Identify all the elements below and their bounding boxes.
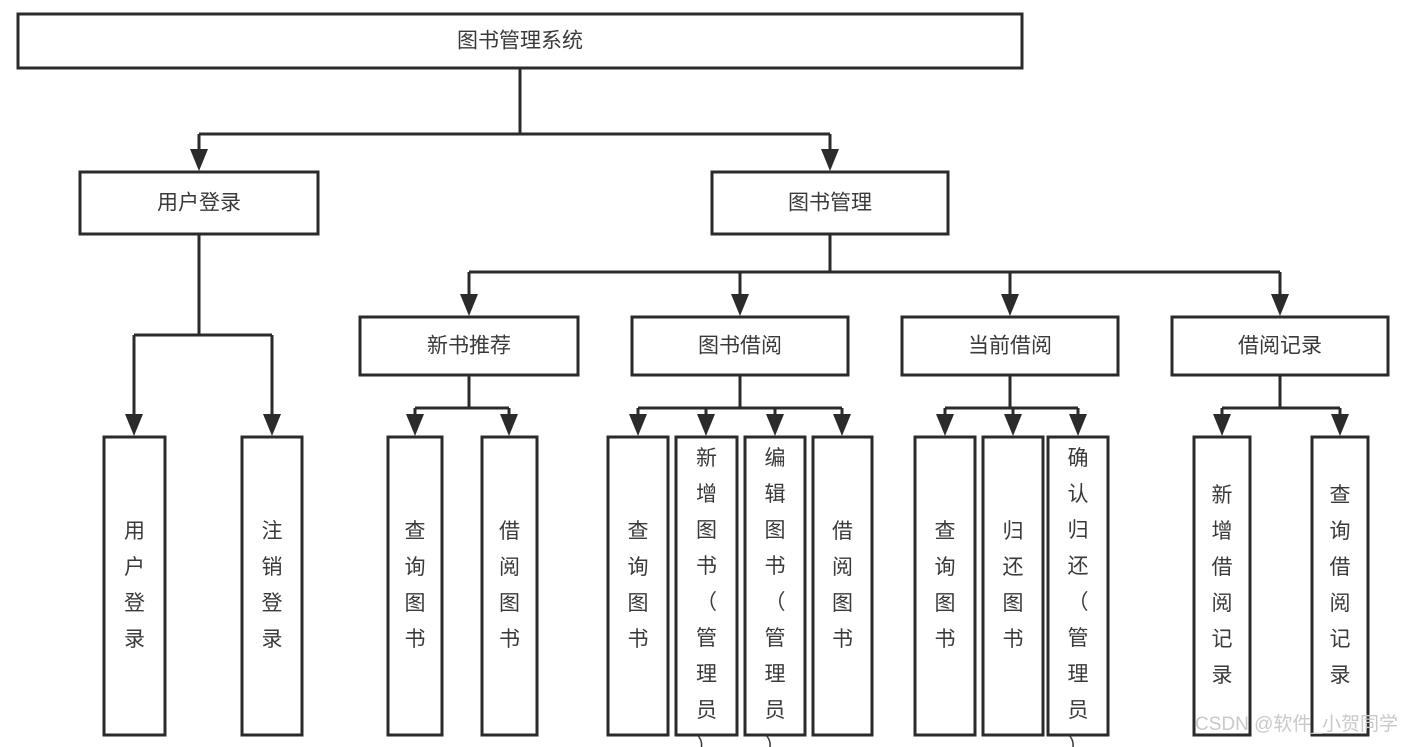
- arrow-head-icon: [125, 414, 143, 436]
- connector-bus-root: [197, 68, 832, 152]
- arrow-head-icon: [190, 149, 208, 171]
- arrow-head-icon: [1004, 414, 1022, 436]
- connector-bus-book-borrow: [636, 375, 844, 417]
- node-leaf-query-borrow-record[interactable]: 查询借阅记录: [1310, 435, 1370, 737]
- arrow-head-icon: [629, 414, 647, 436]
- node-box-book-manage[interactable]: [710, 170, 950, 236]
- node-box-leaf-query-book-cur[interactable]: [913, 435, 977, 737]
- node-box-leaf-return-book[interactable]: [981, 435, 1045, 737]
- connector-bus-current-borrow: [943, 375, 1080, 417]
- node-label-leaf-query-book-rec: 查询图书: [405, 520, 426, 651]
- node-box-user-login[interactable]: [78, 170, 320, 236]
- node-box-leaf-user-login[interactable]: [102, 435, 167, 737]
- node-box-borrow-record[interactable]: [1170, 315, 1390, 377]
- node-label-book-manage: 图书管理: [788, 192, 872, 215]
- node-box-root[interactable]: [16, 12, 1024, 70]
- node-label-leaf-borrow-book-rec: 借阅图书: [499, 520, 520, 651]
- arrow-head-icon: [500, 414, 518, 436]
- node-label-book-borrow: 图书借阅: [698, 335, 782, 358]
- arrow-head-icon: [1069, 414, 1087, 436]
- node-leaf-logout[interactable]: 注销登录: [240, 435, 304, 737]
- node-borrow-record[interactable]: 借阅记录: [1170, 315, 1390, 377]
- arrow-head-icon: [766, 414, 784, 436]
- node-leaf-confirm-return[interactable]: 确认归还（管理员）: [1046, 435, 1110, 747]
- node-label-root: 图书管理系统: [457, 30, 583, 53]
- node-box-leaf-add-borrow-record[interactable]: [1192, 435, 1252, 737]
- node-box-leaf-logout[interactable]: [240, 435, 304, 737]
- connectors-layer: [125, 68, 1349, 436]
- node-label-leaf-borrow-book: 借阅图书: [832, 520, 853, 651]
- node-box-leaf-query-book-rec[interactable]: [386, 435, 444, 737]
- node-label-leaf-confirm-return: 确认归还（管理员）: [1068, 447, 1089, 747]
- node-box-book-borrow[interactable]: [630, 315, 850, 377]
- connector-bus-user-login: [132, 234, 274, 417]
- node-leaf-query-book-rec[interactable]: 查询图书: [386, 435, 444, 737]
- arrow-head-icon: [1213, 414, 1231, 436]
- node-box-leaf-query-borrow-record[interactable]: [1310, 435, 1370, 737]
- node-label-leaf-query-book-cur: 查询图书: [935, 520, 956, 651]
- node-leaf-add-borrow-record[interactable]: 新增借阅记录: [1192, 435, 1252, 737]
- node-label-leaf-logout: 注销登录: [262, 520, 283, 651]
- node-leaf-user-login[interactable]: 用户登录: [102, 435, 167, 737]
- node-leaf-query-book-borrow[interactable]: 查询图书: [606, 435, 670, 737]
- arrow-head-icon: [263, 414, 281, 436]
- node-label-user-login: 用户登录: [157, 192, 241, 215]
- node-leaf-edit-book[interactable]: 编辑图书（管理员）: [743, 435, 807, 747]
- watermark-label: CSDN @软件_小贺同学: [1195, 713, 1398, 735]
- arrow-head-icon: [1331, 414, 1349, 436]
- arrow-head-icon: [1271, 294, 1289, 316]
- arrow-head-icon: [936, 414, 954, 436]
- connector-bus-book-manage: [467, 234, 1282, 297]
- node-leaf-query-book-cur[interactable]: 查询图书: [913, 435, 977, 737]
- node-box-leaf-borrow-book[interactable]: [811, 435, 874, 737]
- node-label-leaf-user-login: 用户登录: [124, 520, 145, 651]
- nodes-layer: 图书管理系统用户登录图书管理新书推荐图书借阅当前借阅借阅记录用户登录注销登录查询…: [16, 12, 1390, 747]
- node-leaf-borrow-book[interactable]: 借阅图书: [811, 435, 874, 737]
- node-leaf-return-book[interactable]: 归还图书: [981, 435, 1045, 737]
- arrow-head-icon: [1001, 294, 1019, 316]
- connector-bus-new-book-recommend: [413, 375, 511, 417]
- node-book-manage[interactable]: 图书管理: [710, 170, 950, 236]
- node-label-leaf-query-book-borrow: 查询图书: [628, 520, 649, 651]
- node-label-new-book-recommend: 新书推荐: [427, 335, 511, 358]
- node-new-book-recommend[interactable]: 新书推荐: [358, 315, 580, 377]
- node-label-current-borrow: 当前借阅: [968, 335, 1052, 358]
- node-root[interactable]: 图书管理系统: [16, 12, 1024, 70]
- node-leaf-borrow-book-rec[interactable]: 借阅图书: [480, 435, 539, 737]
- arrow-head-icon: [460, 294, 478, 316]
- node-label-leaf-add-borrow-record: 新增借阅记录: [1212, 484, 1233, 687]
- node-box-leaf-confirm-return[interactable]: [1046, 435, 1110, 737]
- node-user-login[interactable]: 用户登录: [78, 170, 320, 236]
- node-label-leaf-return-book: 归还图书: [1003, 520, 1024, 651]
- node-current-borrow[interactable]: 当前借阅: [900, 315, 1120, 377]
- node-label-leaf-add-book: 新增图书（管理员）: [696, 447, 717, 747]
- node-box-leaf-edit-book[interactable]: [743, 435, 807, 737]
- node-leaf-add-book[interactable]: 新增图书（管理员）: [674, 435, 739, 747]
- node-box-current-borrow[interactable]: [900, 315, 1120, 377]
- arrow-head-icon: [406, 414, 424, 436]
- node-box-leaf-borrow-book-rec[interactable]: [480, 435, 539, 737]
- node-label-borrow-record: 借阅记录: [1238, 335, 1322, 358]
- node-box-leaf-query-book-borrow[interactable]: [606, 435, 670, 737]
- node-book-borrow[interactable]: 图书借阅: [630, 315, 850, 377]
- node-label-leaf-query-borrow-record: 查询借阅记录: [1330, 484, 1351, 687]
- connector-bus-borrow-record: [1220, 375, 1342, 417]
- node-label-leaf-edit-book: 编辑图书（管理员）: [765, 447, 786, 747]
- arrow-head-icon: [697, 414, 715, 436]
- node-box-new-book-recommend[interactable]: [358, 315, 580, 377]
- arrow-head-icon: [731, 294, 749, 316]
- node-box-leaf-add-book[interactable]: [674, 435, 739, 737]
- arrow-head-icon: [821, 149, 839, 171]
- arrow-head-icon: [833, 414, 851, 436]
